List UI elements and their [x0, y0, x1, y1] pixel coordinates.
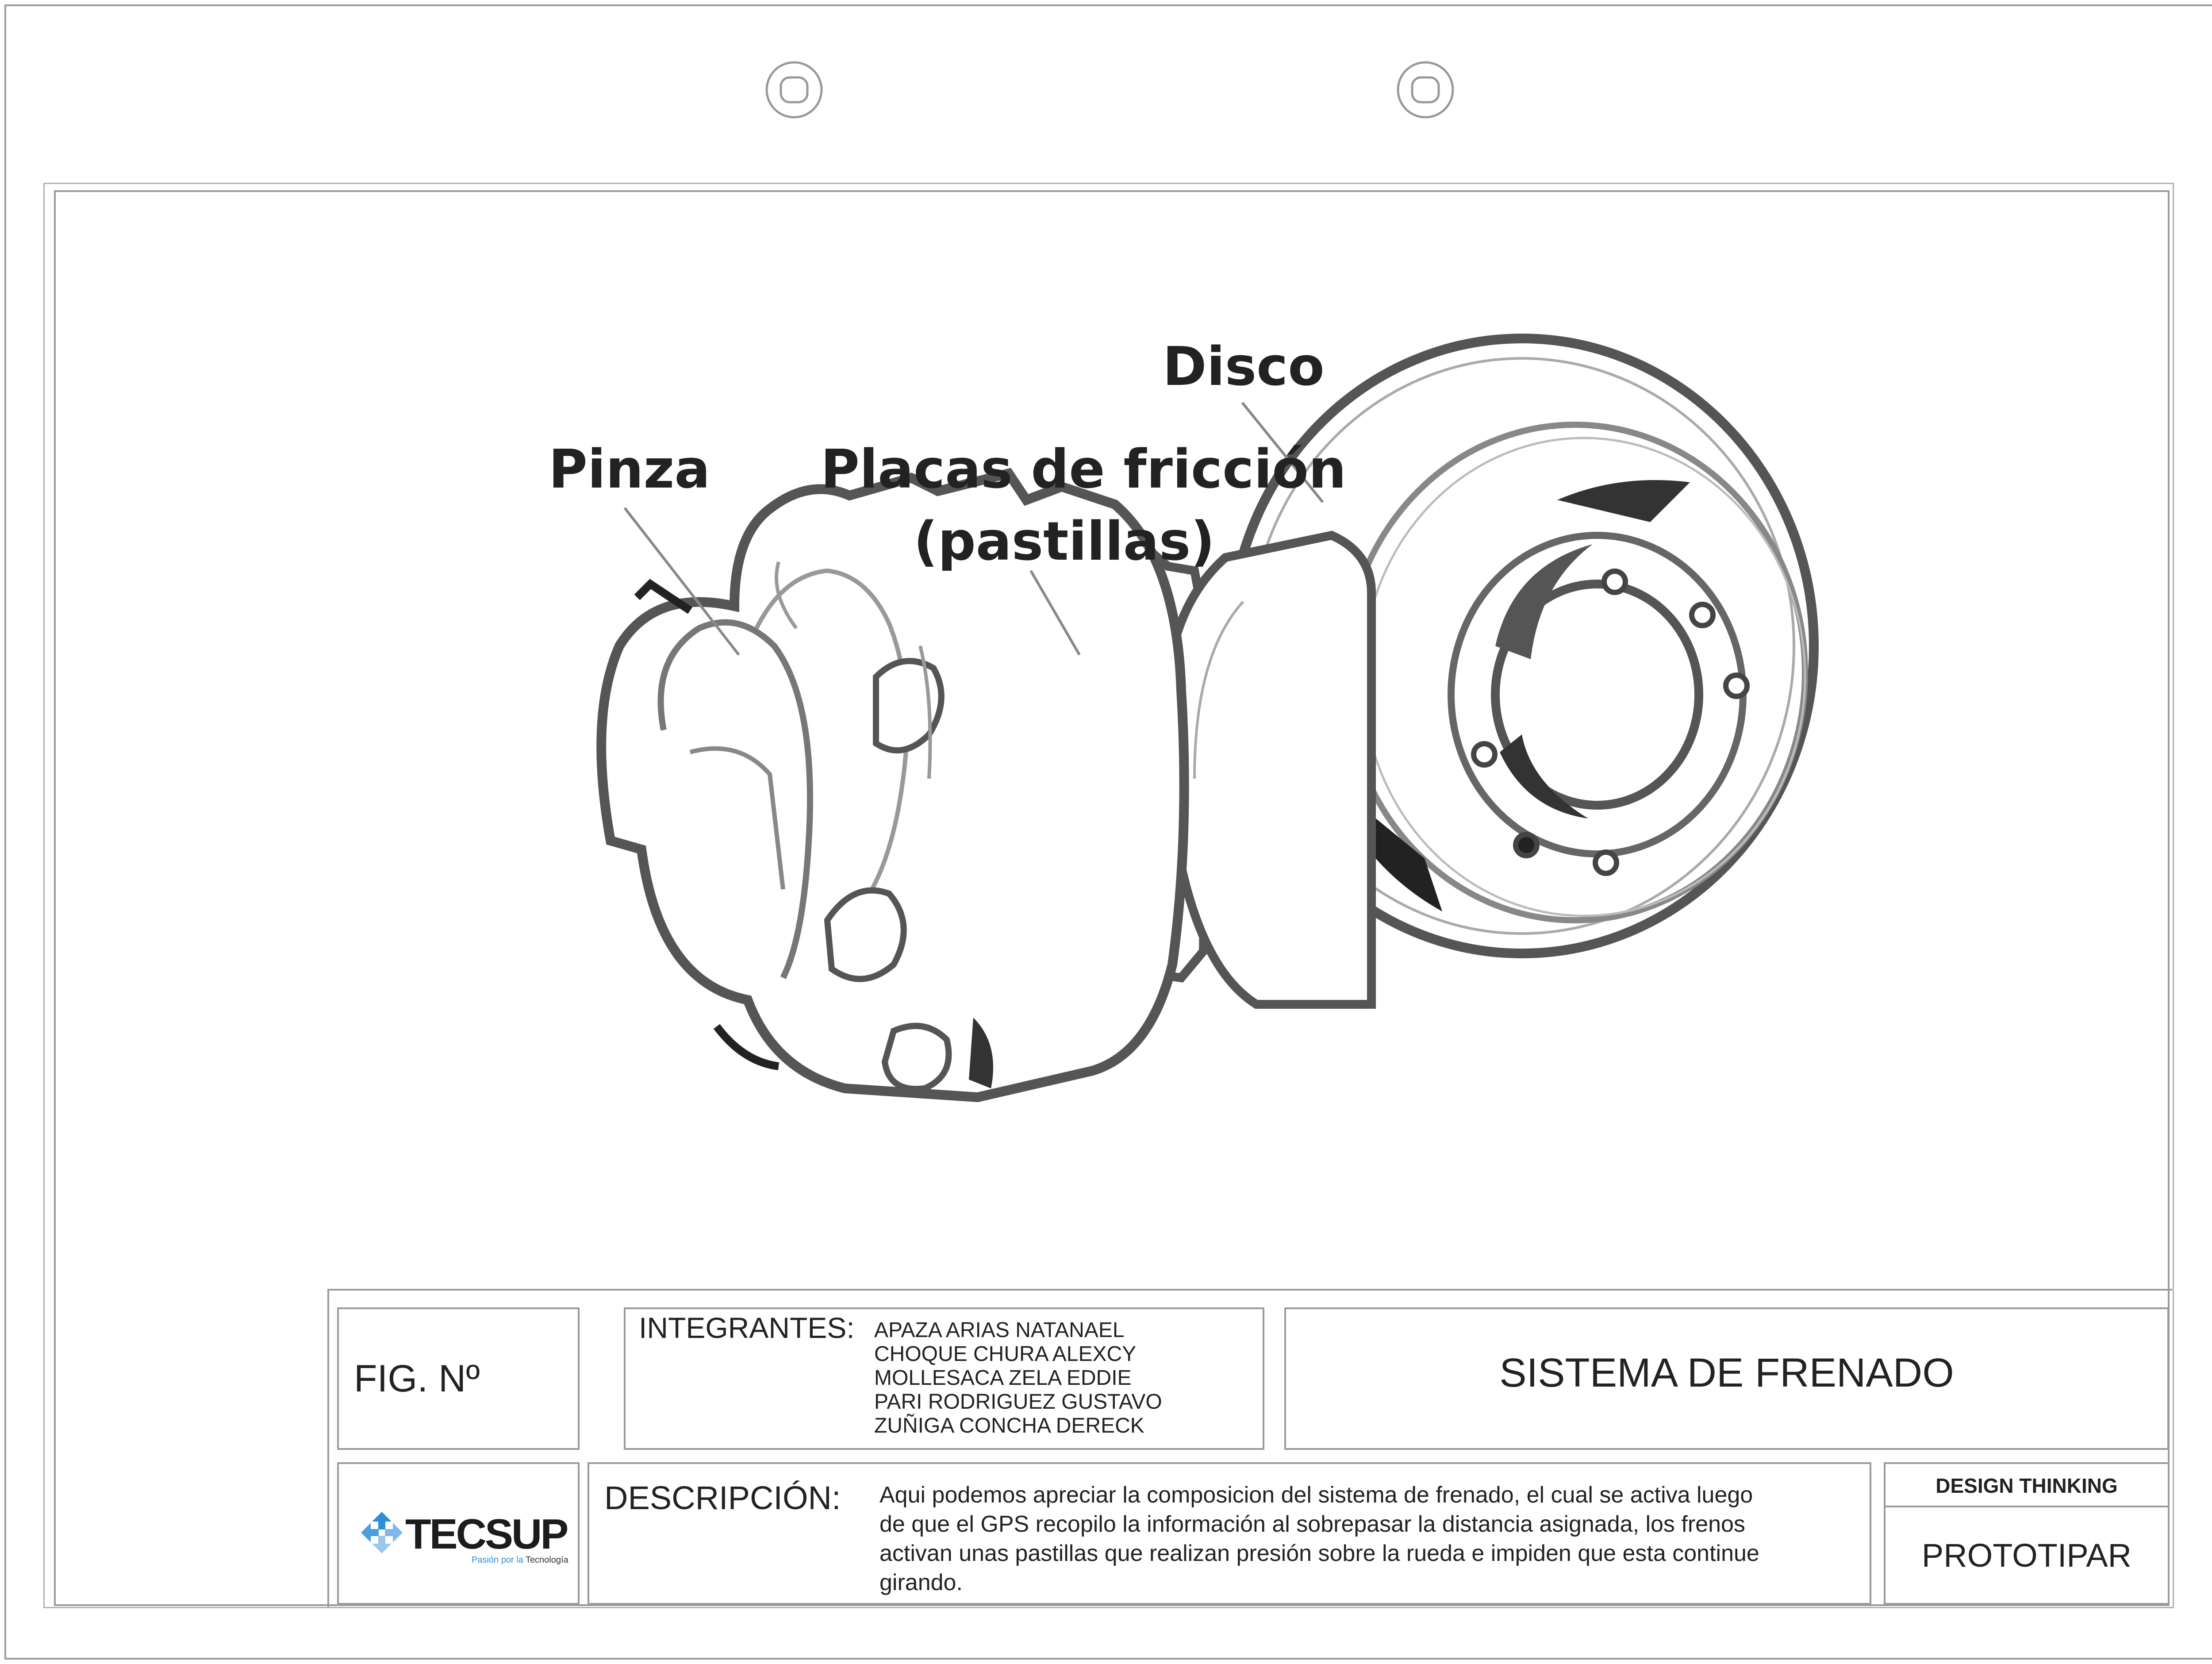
label-placas-line2: (pastillas)	[914, 511, 1215, 573]
leader-lines	[623, 402, 1324, 656]
tecsup-logo-icon	[361, 1512, 403, 1553]
label-placas-line1: Placas de fricción	[821, 439, 1346, 500]
binder-hole-icon	[765, 61, 823, 119]
descripcion-line: Aqui podemos apreciar la composicion del…	[879, 1482, 1753, 1508]
fig-label: FIG. Nº	[354, 1357, 480, 1400]
drawing-frame	[54, 190, 2170, 1606]
descripcion-line: de que el GPS recopilo la información al…	[879, 1511, 1745, 1537]
drawing-frame-outer	[43, 183, 2174, 1608]
integrantes-label: INTEGRANTES:	[639, 1311, 855, 1344]
phase-label: PROTOTIPAR	[1921, 1537, 2132, 1574]
title-cell: SISTEMA DE FRENADO	[1284, 1307, 2169, 1450]
descripcion-line: girando.	[879, 1570, 963, 1595]
fig-cell: FIG. Nº	[337, 1307, 580, 1450]
logo-tagline-prefix: Pasión por la	[472, 1555, 526, 1565]
integrante-item: ZUÑIGA CONCHA DERECK	[874, 1414, 1144, 1437]
integrante-item: MOLLESACA ZELA EDDIE	[874, 1366, 1132, 1390]
method-label: DESIGN THINKING	[1936, 1474, 2118, 1497]
caliper	[596, 468, 1189, 1103]
label-pinza: Pinza	[549, 439, 710, 500]
title-block	[327, 1289, 2172, 1607]
logo-cell: TECSUP Pasión por la Tecnología	[337, 1462, 580, 1605]
descripcion-cell: DESCRIPCIÓN: Aqui podemos apreciar la co…	[588, 1462, 1871, 1605]
sheet-frame	[4, 4, 2212, 1660]
integrante-item: APAZA ARIAS NATANAEL	[874, 1318, 1125, 1342]
logo-tagline: Pasión por la Tecnología	[472, 1555, 568, 1565]
descripcion-line: activan unas pastillas que realizan pres…	[879, 1541, 1759, 1566]
label-disco: Disco	[1163, 336, 1325, 398]
drawing-title: SISTEMA DE FRENADO	[1499, 1350, 1954, 1395]
integrantes-cell: INTEGRANTES: APAZA ARIAS NATANAEL CHOQUE…	[624, 1307, 1264, 1450]
integrante-item: PARI RODRIGUEZ GUSTAVO	[874, 1390, 1162, 1414]
integrante-item: CHOQUE CHURA ALEXCY	[874, 1342, 1137, 1366]
phase-cell: PROTOTIPAR	[1884, 1506, 2170, 1605]
brake-system-illustration: Disco Pinza Placas de fricción (pastilla…	[549, 61, 1819, 1103]
logo-tagline-accent: Tecnología	[525, 1555, 568, 1565]
logo-wordmark: TECSUP	[405, 1510, 568, 1558]
binder-hole-icon	[1397, 61, 1454, 119]
descripcion-label: DESCRIPCIÓN:	[604, 1480, 841, 1516]
method-cell: DESIGN THINKING	[1884, 1462, 2170, 1507]
